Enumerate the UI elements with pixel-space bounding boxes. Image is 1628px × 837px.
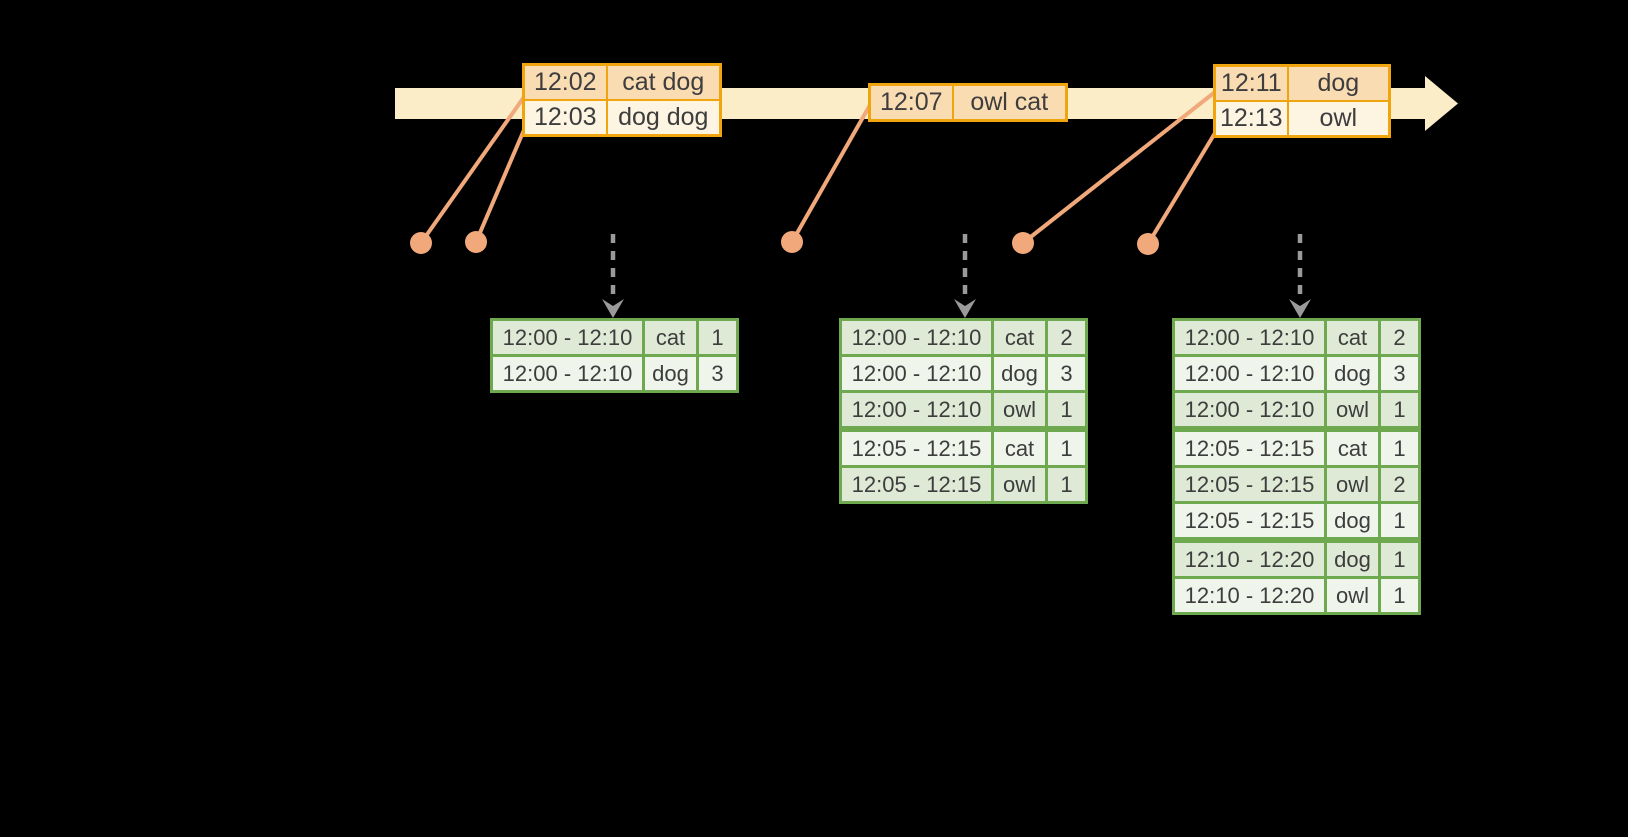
leader-line — [1146, 131, 1217, 246]
result-word-cell: dog — [1324, 537, 1381, 579]
result-word-cell: dog — [991, 354, 1048, 393]
result-count-cell: 1 — [1045, 426, 1088, 468]
result-count-cell: 2 — [1045, 318, 1088, 357]
event-marker-icon — [1137, 233, 1159, 255]
trigger-arrow-icon — [1289, 234, 1311, 318]
result-window-cell: 12:00 - 12:10 — [1172, 318, 1327, 357]
result-word-cell: owl — [1324, 576, 1381, 615]
leader-line — [1021, 90, 1217, 245]
event-time-cell: 12:02 — [522, 63, 608, 101]
result-word-cell: cat — [642, 318, 699, 357]
result-count-cell: 1 — [1378, 426, 1421, 468]
result-window-cell: 12:00 - 12:10 — [490, 354, 645, 393]
result-word-cell: cat — [1324, 318, 1381, 357]
event-time-cell: 12:11 — [1213, 64, 1289, 102]
result-count-cell: 2 — [1378, 465, 1421, 504]
event-marker-icon — [410, 232, 432, 254]
event-words-cell: owl — [1286, 100, 1391, 138]
result-window-cell: 12:00 - 12:10 — [839, 318, 994, 357]
event-time-cell: 12:13 — [1213, 100, 1289, 138]
event-words-cell: owl cat — [951, 83, 1068, 122]
event-time-cell: 12:07 — [868, 83, 954, 122]
result-window-cell: 12:00 - 12:10 — [1172, 354, 1327, 393]
event-marker-icon — [465, 231, 487, 253]
result-word-cell: dog — [1324, 501, 1381, 542]
result-count-cell: 1 — [1045, 390, 1088, 431]
result-window-cell: 12:05 - 12:15 — [1172, 465, 1327, 504]
event-marker-icon — [781, 231, 803, 253]
result-count-cell: 3 — [1045, 354, 1088, 393]
leader-line — [419, 95, 526, 245]
result-word-cell: owl — [991, 465, 1048, 504]
result-count-cell: 1 — [1378, 537, 1421, 579]
result-window-cell: 12:05 - 12:15 — [839, 465, 994, 504]
result-count-cell: 2 — [1378, 318, 1421, 357]
leader-line — [474, 129, 526, 243]
event-marker-icon — [1012, 232, 1034, 254]
result-count-cell: 1 — [1045, 465, 1088, 504]
result-count-cell: 1 — [1378, 576, 1421, 615]
result-window-cell: 12:10 - 12:20 — [1172, 576, 1327, 615]
trigger-arrow-icon — [954, 234, 976, 318]
event-words-cell: cat dog — [605, 63, 722, 101]
leader-line — [790, 104, 872, 243]
result-word-cell: owl — [991, 390, 1048, 431]
result-window-cell: 12:00 - 12:10 — [490, 318, 645, 357]
result-count-cell: 1 — [1378, 390, 1421, 431]
result-word-cell: dog — [1324, 354, 1381, 393]
result-count-cell: 3 — [1378, 354, 1421, 393]
result-word-cell: owl — [1324, 390, 1381, 431]
result-word-cell: cat — [991, 426, 1048, 468]
trigger-arrow-icon — [602, 234, 624, 318]
trigger-arrows — [602, 234, 1311, 318]
result-count-cell: 1 — [696, 318, 739, 357]
result-word-cell: cat — [1324, 426, 1381, 468]
result-window-cell: 12:00 - 12:10 — [1172, 390, 1327, 431]
result-word-cell: dog — [642, 354, 699, 393]
result-window-cell: 12:00 - 12:10 — [839, 390, 994, 431]
result-count-cell: 1 — [1378, 501, 1421, 542]
leader-lines — [419, 90, 1217, 246]
result-count-cell: 3 — [696, 354, 739, 393]
result-window-cell: 12:00 - 12:10 — [839, 354, 994, 393]
event-markers — [410, 231, 1159, 255]
result-word-cell: owl — [1324, 465, 1381, 504]
event-time-cell: 12:03 — [522, 99, 608, 137]
result-word-cell: cat — [991, 318, 1048, 357]
result-window-cell: 12:05 - 12:15 — [839, 426, 994, 468]
event-words-cell: dog dog — [605, 99, 722, 137]
result-window-cell: 12:10 - 12:20 — [1172, 537, 1327, 579]
event-words-cell: dog — [1286, 64, 1391, 102]
result-window-cell: 12:05 - 12:15 — [1172, 426, 1327, 468]
result-window-cell: 12:05 - 12:15 — [1172, 501, 1327, 542]
